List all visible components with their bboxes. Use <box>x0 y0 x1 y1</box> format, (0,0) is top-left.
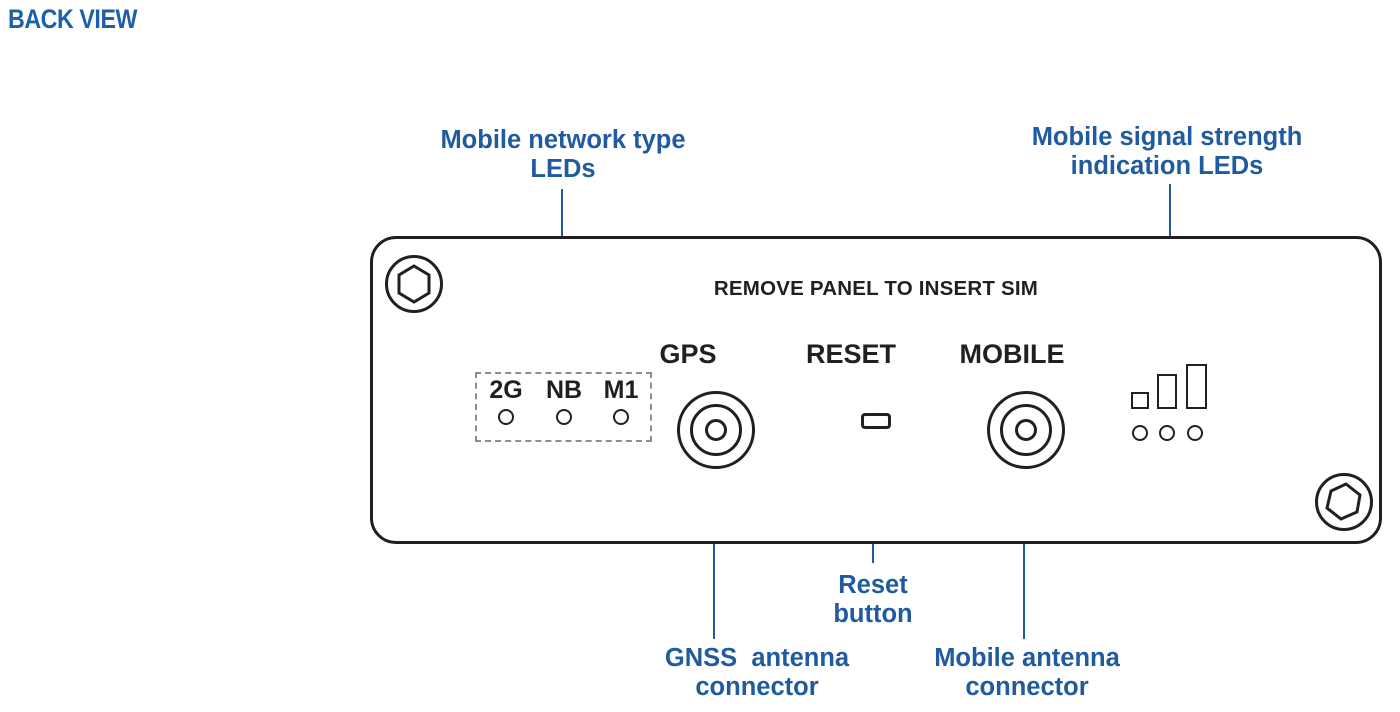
signal-bar-icon-1 <box>1131 392 1149 409</box>
connector-mid-ring-mobile <box>1000 404 1052 456</box>
network-led-2g-label: 2G <box>489 376 523 404</box>
callout-gnss-antenna-connector: GNSS antenna connector <box>664 644 850 701</box>
connector-mid-ring-gps <box>690 404 742 456</box>
device-back-panel: REMOVE PANEL TO INSERT SIM 2G NB M1 <box>370 236 1382 544</box>
callout-mobile-antenna-connector: Mobile antenna connector <box>934 644 1120 701</box>
led-circle-icon-signal-3 <box>1187 425 1203 441</box>
port-label-gps: GPS <box>659 339 717 369</box>
port-label-reset: RESET <box>805 339 897 369</box>
signal-bar-icon-3 <box>1186 364 1207 409</box>
network-led-2g: 2G <box>479 378 533 425</box>
led-circle-icon-signal-2 <box>1159 425 1175 441</box>
page-title: BACK VIEW <box>8 4 137 34</box>
leader-line-gnss-antenna <box>713 466 715 639</box>
connector-outer-ring-mobile <box>987 391 1065 469</box>
connector-outer-ring-gps <box>677 391 755 469</box>
network-led-m1: M1 <box>594 378 648 425</box>
led-circle-icon-2g <box>498 409 514 425</box>
led-circle-icon-nb <box>556 409 572 425</box>
leader-line-mobile-antenna <box>1023 466 1025 639</box>
led-circle-icon-signal-1 <box>1132 425 1148 441</box>
panel-instruction-text: REMOVE PANEL TO INSERT SIM <box>713 277 1039 300</box>
reset-pinhole-icon[interactable] <box>861 413 891 429</box>
port-label-mobile: MOBILE <box>959 339 1065 369</box>
network-led-nb: NB <box>537 378 591 425</box>
connector-pin-gps <box>705 419 727 441</box>
connector-pin-mobile <box>1015 419 1037 441</box>
hex-screw-icon-top-left <box>385 255 443 313</box>
coax-connector-icon-mobile[interactable] <box>987 391 1065 469</box>
hex-screw-icon-bottom-right <box>1315 473 1373 531</box>
callout-mobile-signal-strength-leds: Mobile signal strength indication LEDs <box>1031 123 1303 180</box>
signal-bar-icon-2 <box>1157 374 1177 409</box>
network-led-nb-label: NB <box>545 376 583 404</box>
mobile-network-type-led-group: 2G NB M1 <box>475 372 652 442</box>
mobile-signal-strength-led-group <box>1128 364 1218 443</box>
callout-reset-button: Reset button <box>833 571 913 628</box>
coax-connector-icon-gps[interactable] <box>677 391 755 469</box>
callout-mobile-network-type-leds: Mobile network type LEDs <box>440 126 686 183</box>
network-led-m1-label: M1 <box>603 376 639 404</box>
led-circle-icon-m1 <box>613 409 629 425</box>
